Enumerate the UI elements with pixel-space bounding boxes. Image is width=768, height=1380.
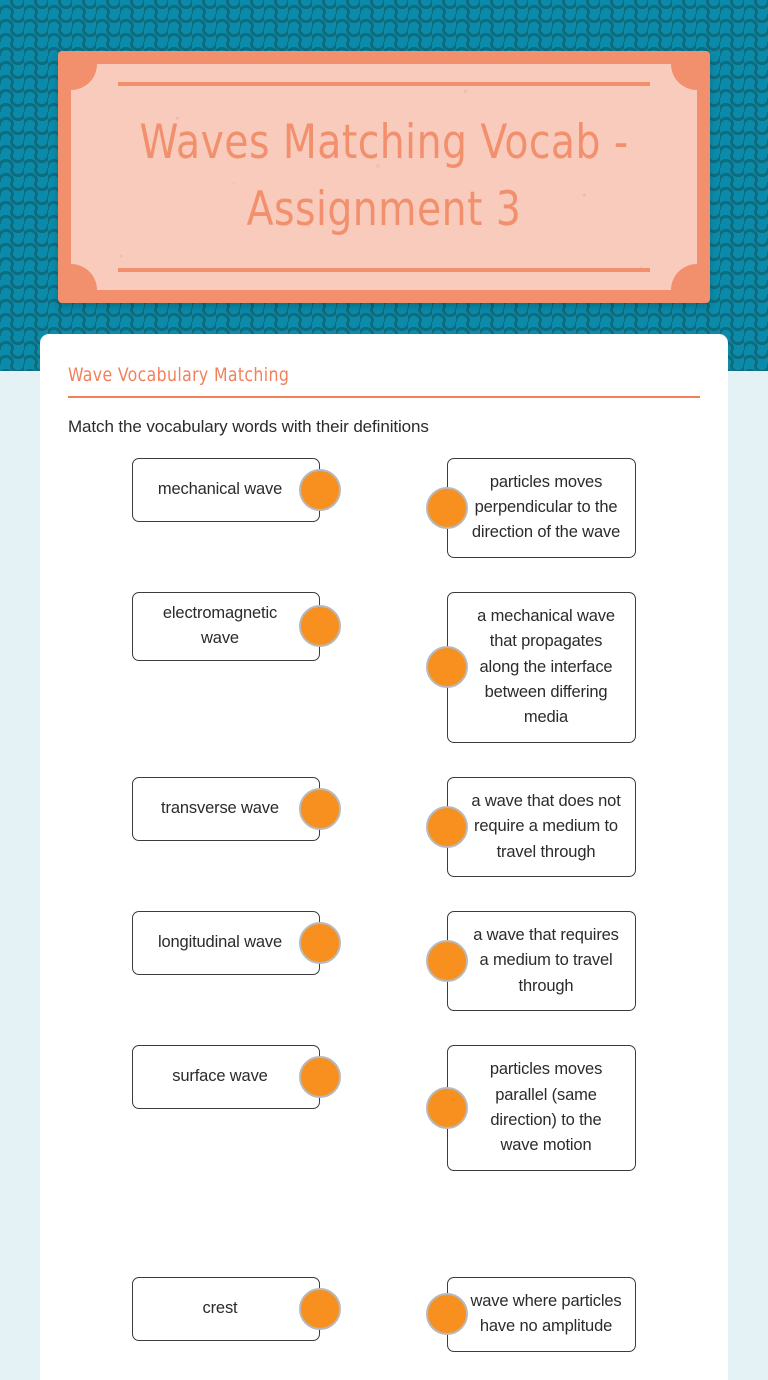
term-connector-dot-icon[interactable] [299,468,341,511]
matching-row: transverse wave a wave that does not requ… [68,776,700,877]
header-banner-paper: Waves Matching Vocab - Assignment 3 [71,64,697,290]
header-banner: Waves Matching Vocab - Assignment 3 [58,51,710,303]
definition-connector-dot-icon[interactable] [426,940,468,983]
definition-slot: a wave that does not require a medium to… [426,776,636,877]
term-card[interactable]: crest [132,1276,320,1341]
term-connector-dot-icon[interactable] [299,1287,341,1330]
term-connector-dot-icon[interactable] [299,1056,341,1099]
definition-card[interactable]: wave where particles have no amplitude [447,1276,636,1352]
term-card[interactable]: mechanical wave [132,457,320,522]
term-connector-dot-icon[interactable] [299,921,341,964]
definition-connector-dot-icon[interactable] [426,1293,468,1336]
term-slot: crest [132,1276,341,1341]
term-slot: longitudinal wave [132,910,341,975]
definition-connector-dot-icon[interactable] [426,805,468,848]
section-title: Wave Vocabulary Matching [68,364,290,386]
term-slot: surface wave [132,1045,341,1110]
definition-slot: wave where particles have no amplitude [426,1276,636,1352]
definition-slot: particles moves perpendicular to the dir… [426,457,636,558]
term-connector-dot-icon[interactable] [299,787,341,830]
term-slot: mechanical wave [132,457,341,522]
worksheet-panel: Wave Vocabulary Matching Match the vocab… [40,334,728,1380]
term-card[interactable]: surface wave [132,1045,320,1110]
definition-card[interactable]: a wave that does not require a medium to… [447,776,636,877]
banner-corner-bottom-right-icon [671,264,697,290]
definition-slot: particles moves parallel (same direction… [426,1045,636,1171]
term-slot: transverse wave [132,776,341,841]
matching-row: electromagnetic wave a mechanical wave th… [68,591,700,743]
banner-corner-bottom-left-icon [71,264,97,290]
banner-rule-bottom [118,268,650,272]
matching-row: mechanical wave particles moves perpendic… [68,457,700,558]
definition-card[interactable]: a mechanical wave that propagates along … [447,591,636,743]
term-slot: electromagnetic wave [132,591,341,661]
term-card[interactable]: longitudinal wave [132,910,320,975]
definition-card[interactable]: a wave that requires a medium to travel … [447,910,636,1012]
definition-card[interactable]: particles moves perpendicular to the dir… [447,457,636,558]
matching-row: surface wave particles moves parallel (sa… [68,1045,700,1171]
matching-row: crest wave where particles have no amplit… [68,1276,700,1352]
term-connector-dot-icon[interactable] [299,605,341,648]
matching-rows-container: mechanical wave particles moves perpendic… [68,457,700,1380]
definition-connector-dot-icon[interactable] [426,1087,468,1129]
definition-connector-dot-icon[interactable] [426,646,468,689]
banner-rule-top [118,82,650,86]
definition-card[interactable]: particles moves parallel (same direction… [447,1045,636,1171]
section-divider [68,396,700,398]
definition-slot: a wave that requires a medium to travel … [426,910,636,1012]
definition-slot: a mechanical wave that propagates along … [426,591,636,743]
instructions-text: Match the vocabulary words with their de… [68,416,429,436]
worksheet-title: Waves Matching Vocab - Assignment 3 [139,115,629,237]
definition-connector-dot-icon[interactable] [426,486,468,529]
matching-row: longitudinal wave a wave that requires a … [68,910,700,1012]
term-card[interactable]: electromagnetic wave [132,591,320,661]
term-card[interactable]: transverse wave [132,776,320,841]
